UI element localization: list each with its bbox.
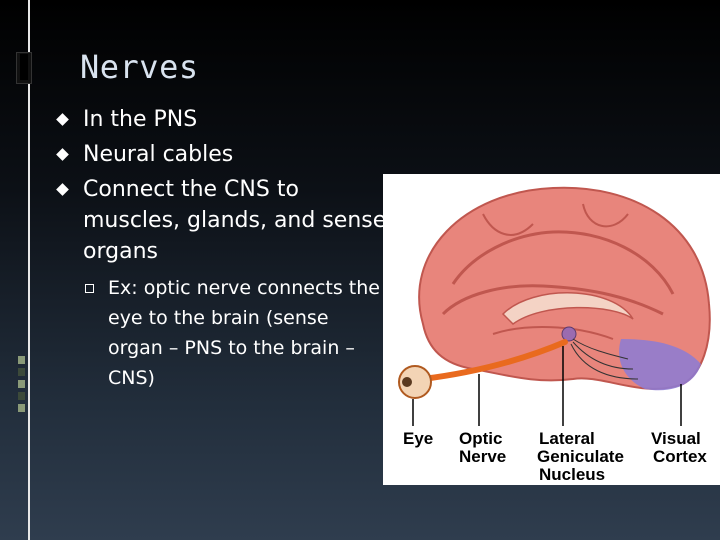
- sub-bullet-text: Ex: optic nerve connects the eye to the …: [108, 277, 380, 389]
- corpus-callosum: [501, 292, 634, 325]
- bullet-list: In the PNS Neural cables Connect the CNS…: [56, 104, 388, 393]
- label-visual-2: Cortex: [653, 447, 707, 466]
- bullet-icon: [56, 183, 69, 196]
- label-eye: Eye: [403, 429, 433, 448]
- bullet-text: Connect the CNS to muscles, glands, and …: [83, 177, 387, 264]
- title-marker-inner: [20, 54, 28, 80]
- label-lgn-1: Lateral: [539, 429, 595, 448]
- left-rule: [28, 0, 30, 540]
- bullet-icon: [56, 113, 69, 126]
- bullet-text: Neural cables: [83, 142, 234, 167]
- sub-bullet-item: Ex: optic nerve connects the eye to the …: [58, 273, 388, 393]
- sub-bullet-icon: [85, 284, 94, 293]
- label-visual-1: Visual: [651, 429, 701, 448]
- label-lgn-3: Nucleus: [539, 465, 605, 484]
- side-marks: [18, 356, 26, 416]
- slide-title: Nerves: [80, 48, 199, 86]
- bullet-text: In the PNS: [83, 107, 198, 132]
- label-optic-2: Nerve: [459, 447, 506, 466]
- visual-cortex: [619, 339, 701, 391]
- bullet-item: Connect the CNS to muscles, glands, and …: [56, 174, 388, 267]
- label-optic-1: Optic: [459, 429, 502, 448]
- bullet-item: In the PNS: [56, 104, 388, 135]
- optic-nerve: [420, 339, 568, 382]
- eye-illustration: [398, 365, 432, 399]
- lateral-geniculate-nucleus: [561, 326, 577, 342]
- brain-figure: Eye Optic Nerve Lateral Geniculate Nucle…: [383, 174, 720, 485]
- brain-illustration: Eye Optic Nerve Lateral Geniculate Nucle…: [398, 186, 711, 484]
- bullet-icon: [56, 148, 69, 161]
- bullet-item: Neural cables: [56, 139, 388, 170]
- label-lgn-2: Geniculate: [537, 447, 624, 466]
